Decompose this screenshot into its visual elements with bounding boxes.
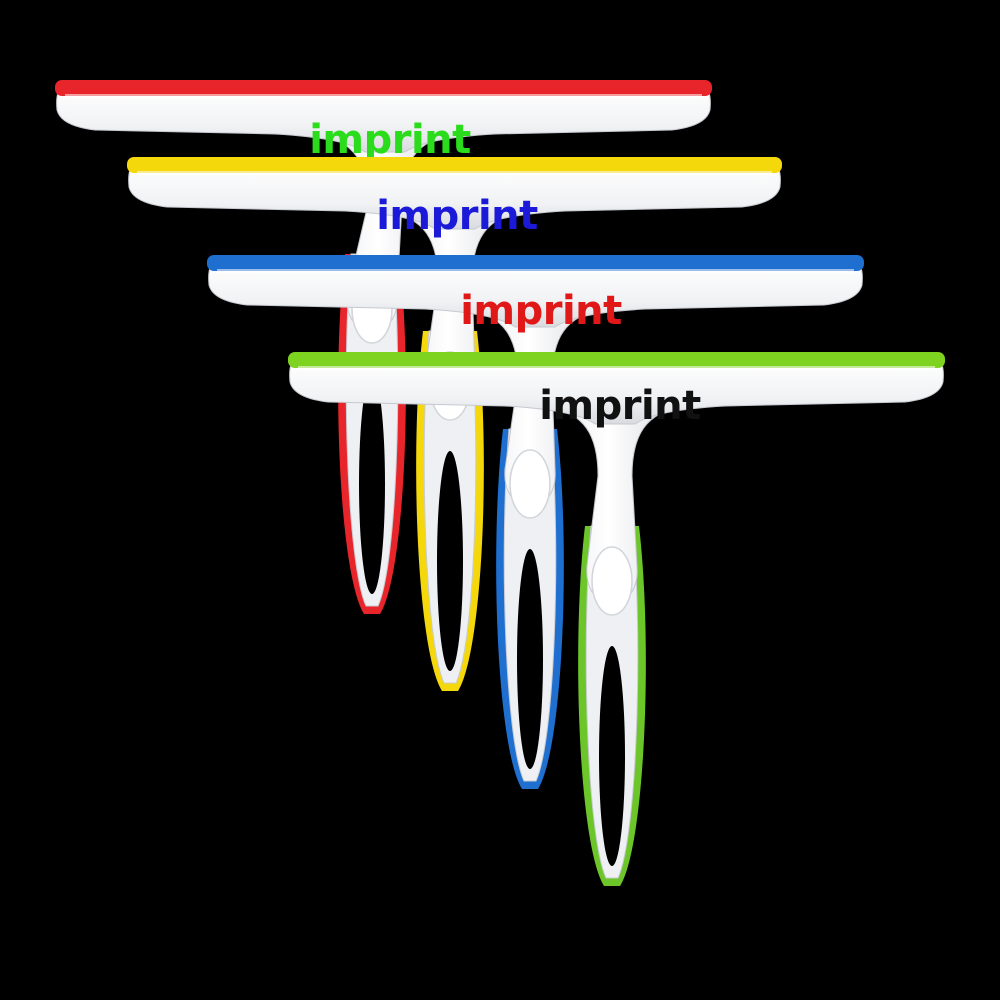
rubber-blade bbox=[127, 157, 782, 173]
thumb-rest bbox=[591, 546, 633, 616]
blade-highlight bbox=[137, 171, 772, 175]
imprint-logo: imprint bbox=[309, 117, 471, 163]
imprint-logo: imprint bbox=[539, 383, 701, 429]
blade-body bbox=[56, 87, 711, 153]
blade-body bbox=[289, 359, 944, 425]
blade-body bbox=[208, 262, 863, 328]
rubber-blade bbox=[207, 255, 864, 271]
thumb-rest bbox=[509, 449, 551, 519]
squeegee-blue: imprint bbox=[207, 255, 864, 789]
handle-opening bbox=[599, 646, 625, 866]
handle-opening bbox=[517, 549, 543, 769]
rubber-blade bbox=[288, 352, 945, 368]
blade-body bbox=[128, 164, 781, 230]
blade-highlight bbox=[65, 94, 702, 98]
handle-opening bbox=[359, 374, 385, 594]
squeegee-group: imprint imprint imprint imprint bbox=[55, 80, 945, 886]
handle-opening bbox=[437, 451, 463, 671]
squeegee-green: imprint bbox=[288, 352, 945, 886]
rubber-blade bbox=[55, 80, 712, 96]
imprint-logo: imprint bbox=[376, 193, 538, 239]
blade-highlight bbox=[217, 269, 854, 273]
blade-highlight bbox=[298, 366, 935, 370]
imprint-logo: imprint bbox=[460, 288, 622, 334]
